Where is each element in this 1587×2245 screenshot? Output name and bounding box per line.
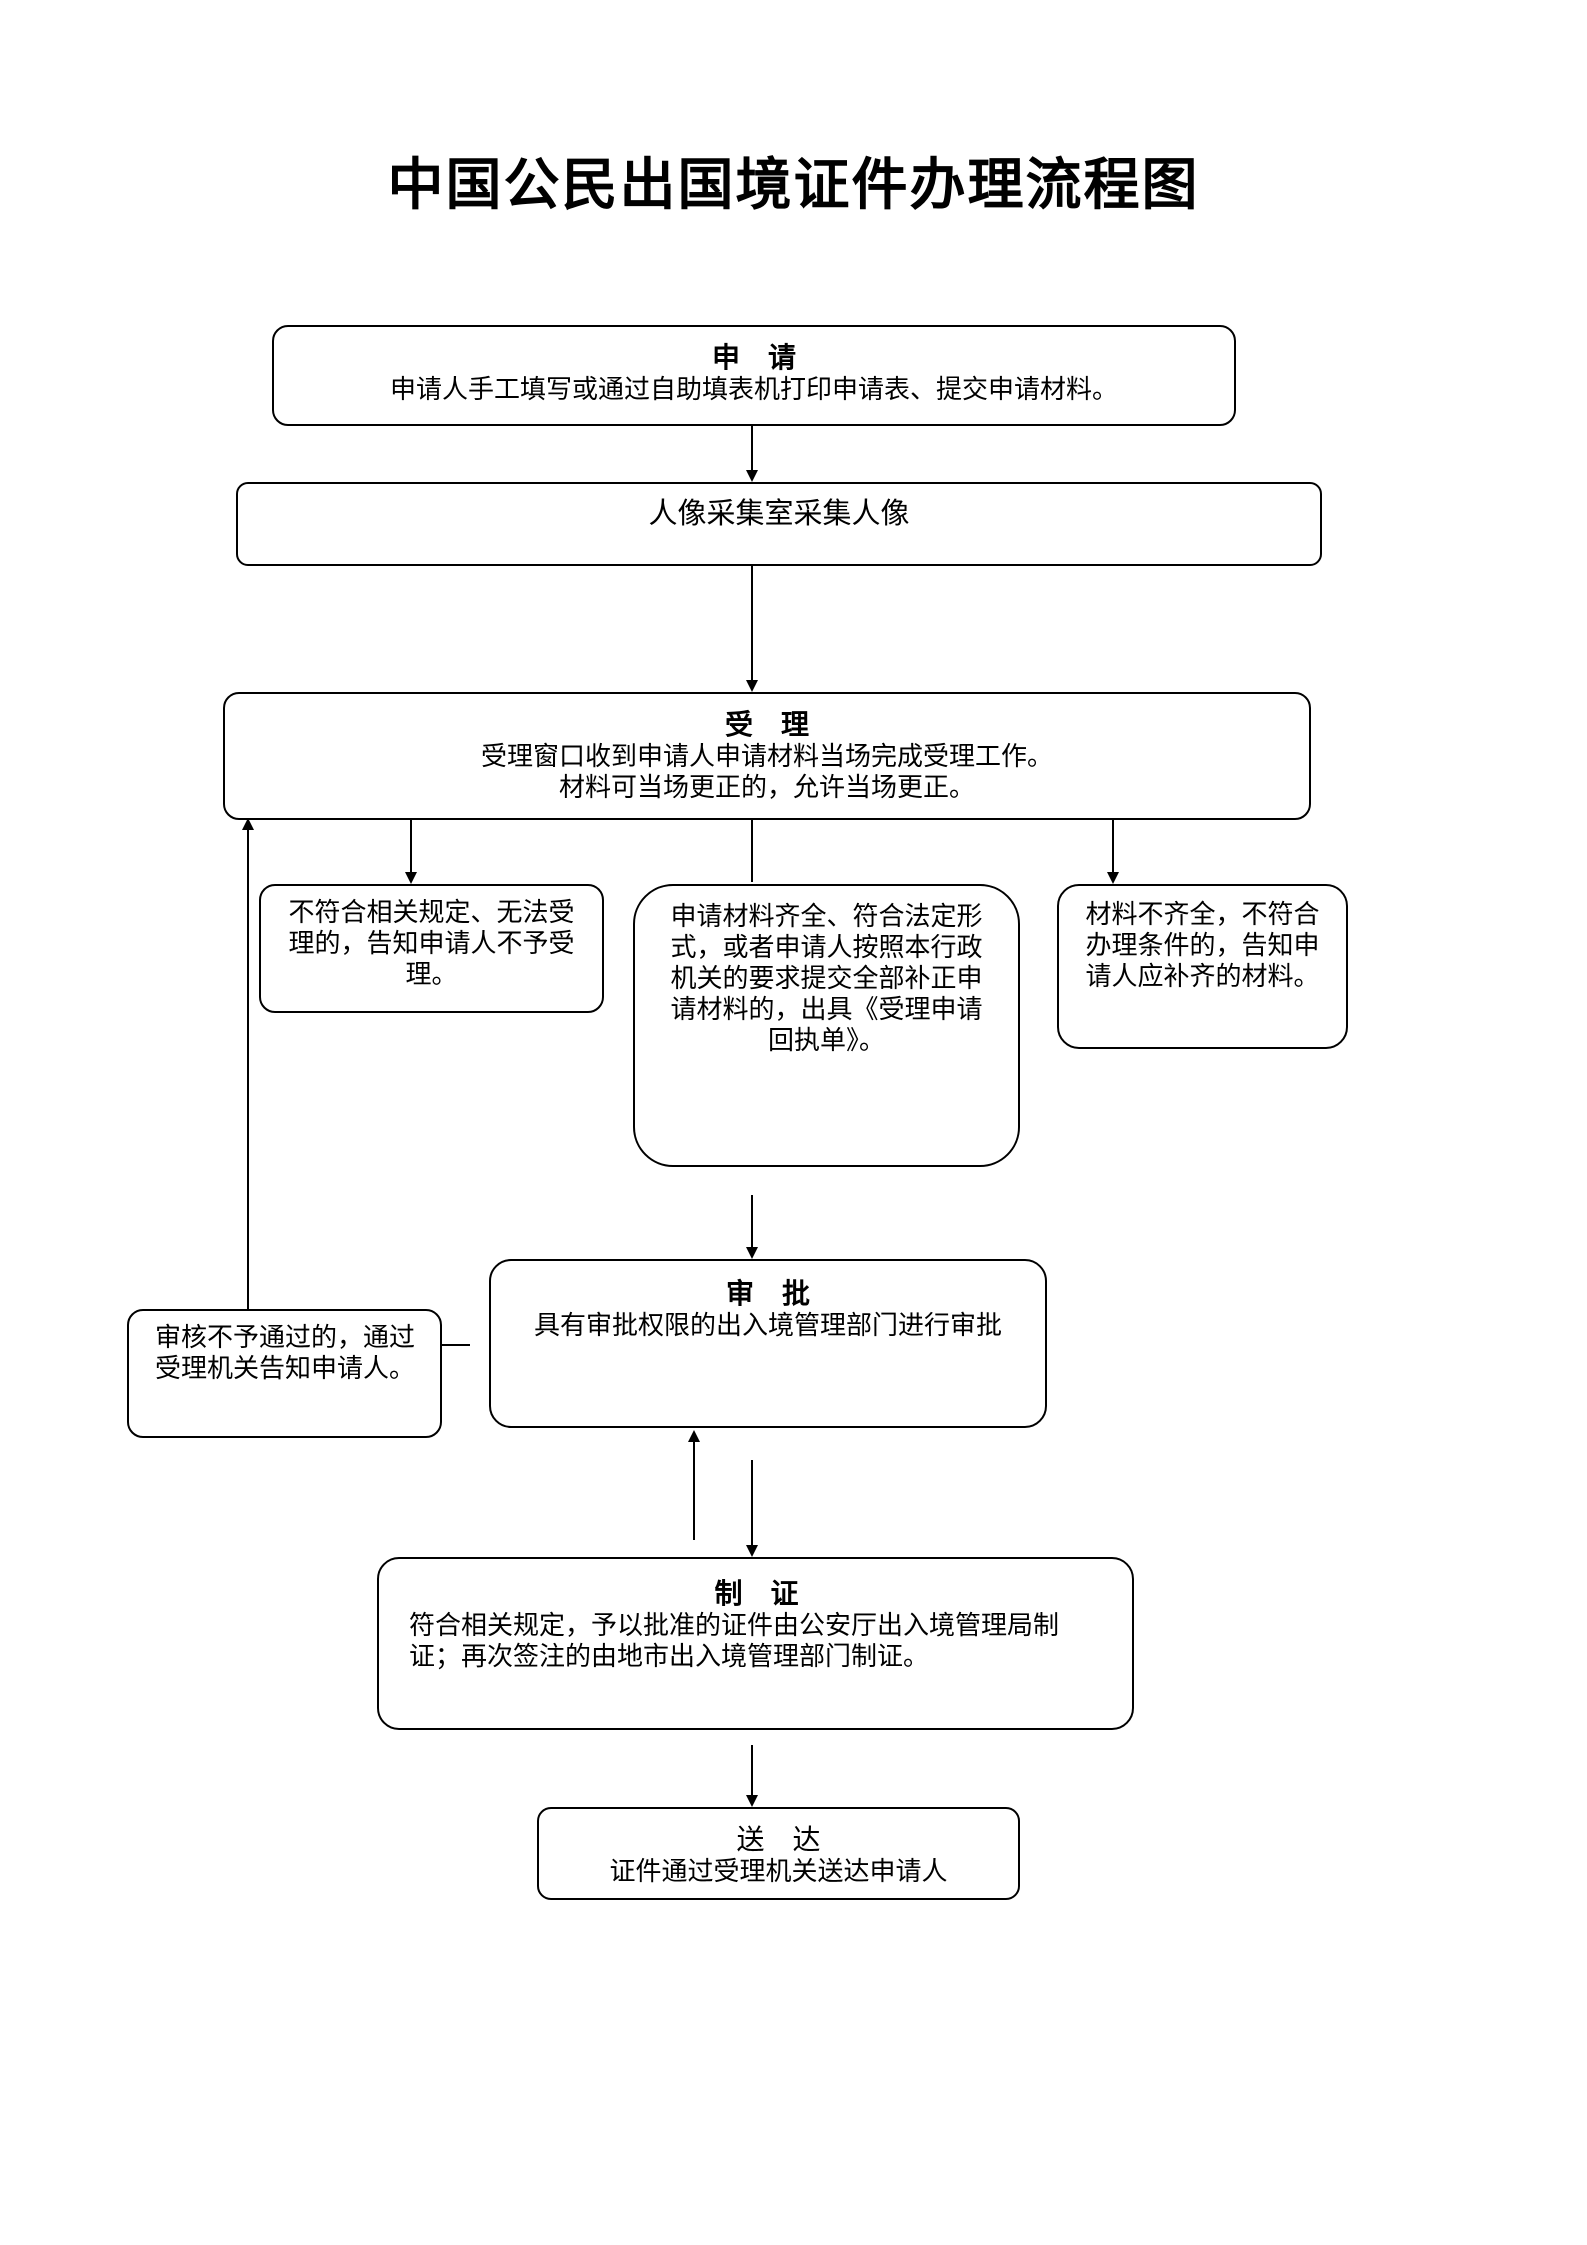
make-box: 制 证 符合相关规定，予以批准的证件由公安厅出入境管理局制证；再次签注的由地市出… — [377, 1557, 1134, 1730]
make-heading: 制 证 — [714, 1577, 799, 1610]
complete-box: 申请材料齐全、符合法定形式，或者申请人按照本行政机关的要求提交全部补正申请材料的… — [633, 884, 1020, 1167]
apply-box: 申 请 申请人手工填写或通过自助填表机打印申请表、提交申请材料。 — [272, 325, 1236, 426]
page-title: 中国公民出国境证件办理流程图 — [387, 153, 1200, 218]
incomplete-box: 材料不齐全，不符合办理条件的，告知申请人应补齐的材料。 — [1057, 884, 1348, 1049]
deliver-text: 证件通过受理机关送达申请人 — [609, 1857, 948, 1887]
apply-text: 申请人手工填写或通过自助填表机打印申请表、提交申请材料。 — [389, 375, 1118, 405]
approve-heading: 审 批 — [725, 1277, 810, 1310]
reject-box: 不符合相关规定、无法受理的，告知申请人不予受理。 — [259, 884, 604, 1013]
apply-heading: 申 请 — [711, 341, 796, 374]
make-text: 符合相关规定，予以批准的证件由公安厅出入境管理局制证；再次签注的由地市出入境管理… — [409, 1611, 1060, 1672]
photo-heading: 人像采集室采集人像 — [648, 496, 910, 530]
notpass-box: 审核不予通过的，通过受理机关告知申请人。 — [127, 1309, 442, 1438]
notpass-text: 审核不予通过的，通过受理机关告知申请人。 — [155, 1323, 416, 1384]
incomplete-text: 材料不齐全，不符合办理条件的，告知申请人应补齐的材料。 — [1085, 900, 1320, 992]
accept-box: 受 理 受理窗口收到申请人申请材料当场完成受理工作。 材料可当场更正的，允许当场… — [223, 692, 1311, 820]
accept-text-1: 受理窗口收到申请人申请材料当场完成受理工作。 — [480, 742, 1053, 772]
deliver-box: 送 达 证件通过受理机关送达申请人 — [537, 1807, 1020, 1900]
accept-text-2: 材料可当场更正的，允许当场更正。 — [558, 773, 975, 803]
complete-text: 申请材料齐全、符合法定形式，或者申请人按照本行政机关的要求提交全部补正申请材料的… — [670, 902, 983, 1056]
approve-text: 具有审批权限的出入境管理部门进行审批 — [533, 1311, 1002, 1341]
approve-box: 审 批 具有审批权限的出入境管理部门进行审批 — [489, 1259, 1047, 1428]
accept-heading: 受 理 — [724, 708, 809, 741]
deliver-heading: 送 达 — [736, 1823, 821, 1856]
photo-box: 人像采集室采集人像 — [236, 482, 1322, 566]
reject-text: 不符合相关规定、无法受理的，告知申请人不予受理。 — [288, 898, 575, 990]
